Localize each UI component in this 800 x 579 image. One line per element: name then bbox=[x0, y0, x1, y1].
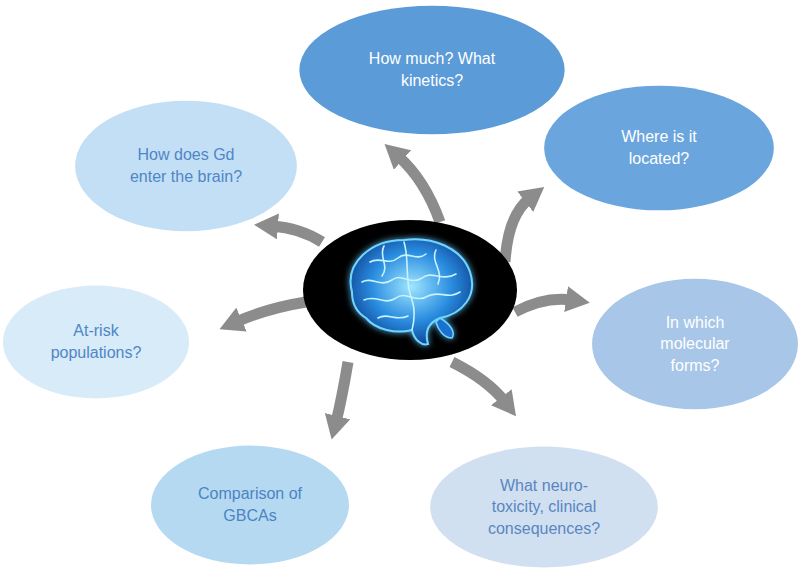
topic-ellipse: How does Gd enter the brain? bbox=[74, 100, 298, 232]
ellipse-outline bbox=[74, 100, 298, 232]
topic-ellipse: How much? What kinetics? bbox=[298, 5, 566, 135]
topic-question: In which molecular forms? bbox=[645, 312, 745, 377]
topic-question: How does Gd enter the brain? bbox=[126, 144, 246, 187]
ellipse-outline bbox=[2, 285, 190, 399]
ellipse-outline bbox=[298, 5, 566, 135]
topic-ellipse: What neuro-toxicity, clinical consequenc… bbox=[429, 446, 659, 568]
topic-ellipse: Where is it located? bbox=[543, 85, 775, 211]
topic-question: Comparison of GBCAs bbox=[190, 483, 310, 526]
arrows bbox=[236, 156, 572, 422]
ellipse-outline bbox=[150, 445, 350, 565]
center-ellipse bbox=[303, 220, 517, 360]
topic-question: Where is it located? bbox=[604, 126, 714, 169]
topic-question: What neuro-toxicity, clinical consequenc… bbox=[479, 475, 609, 540]
topic-ellipse: Comparison of GBCAs bbox=[150, 445, 350, 565]
topic-ellipse: At-risk populations? bbox=[2, 285, 190, 399]
brain bbox=[351, 239, 472, 344]
topic-ellipse: In which molecular forms? bbox=[591, 278, 799, 410]
ellipse-outline bbox=[543, 85, 775, 211]
topic-question: At-risk populations? bbox=[41, 320, 151, 363]
topic-question: How much? What kinetics? bbox=[362, 48, 502, 91]
